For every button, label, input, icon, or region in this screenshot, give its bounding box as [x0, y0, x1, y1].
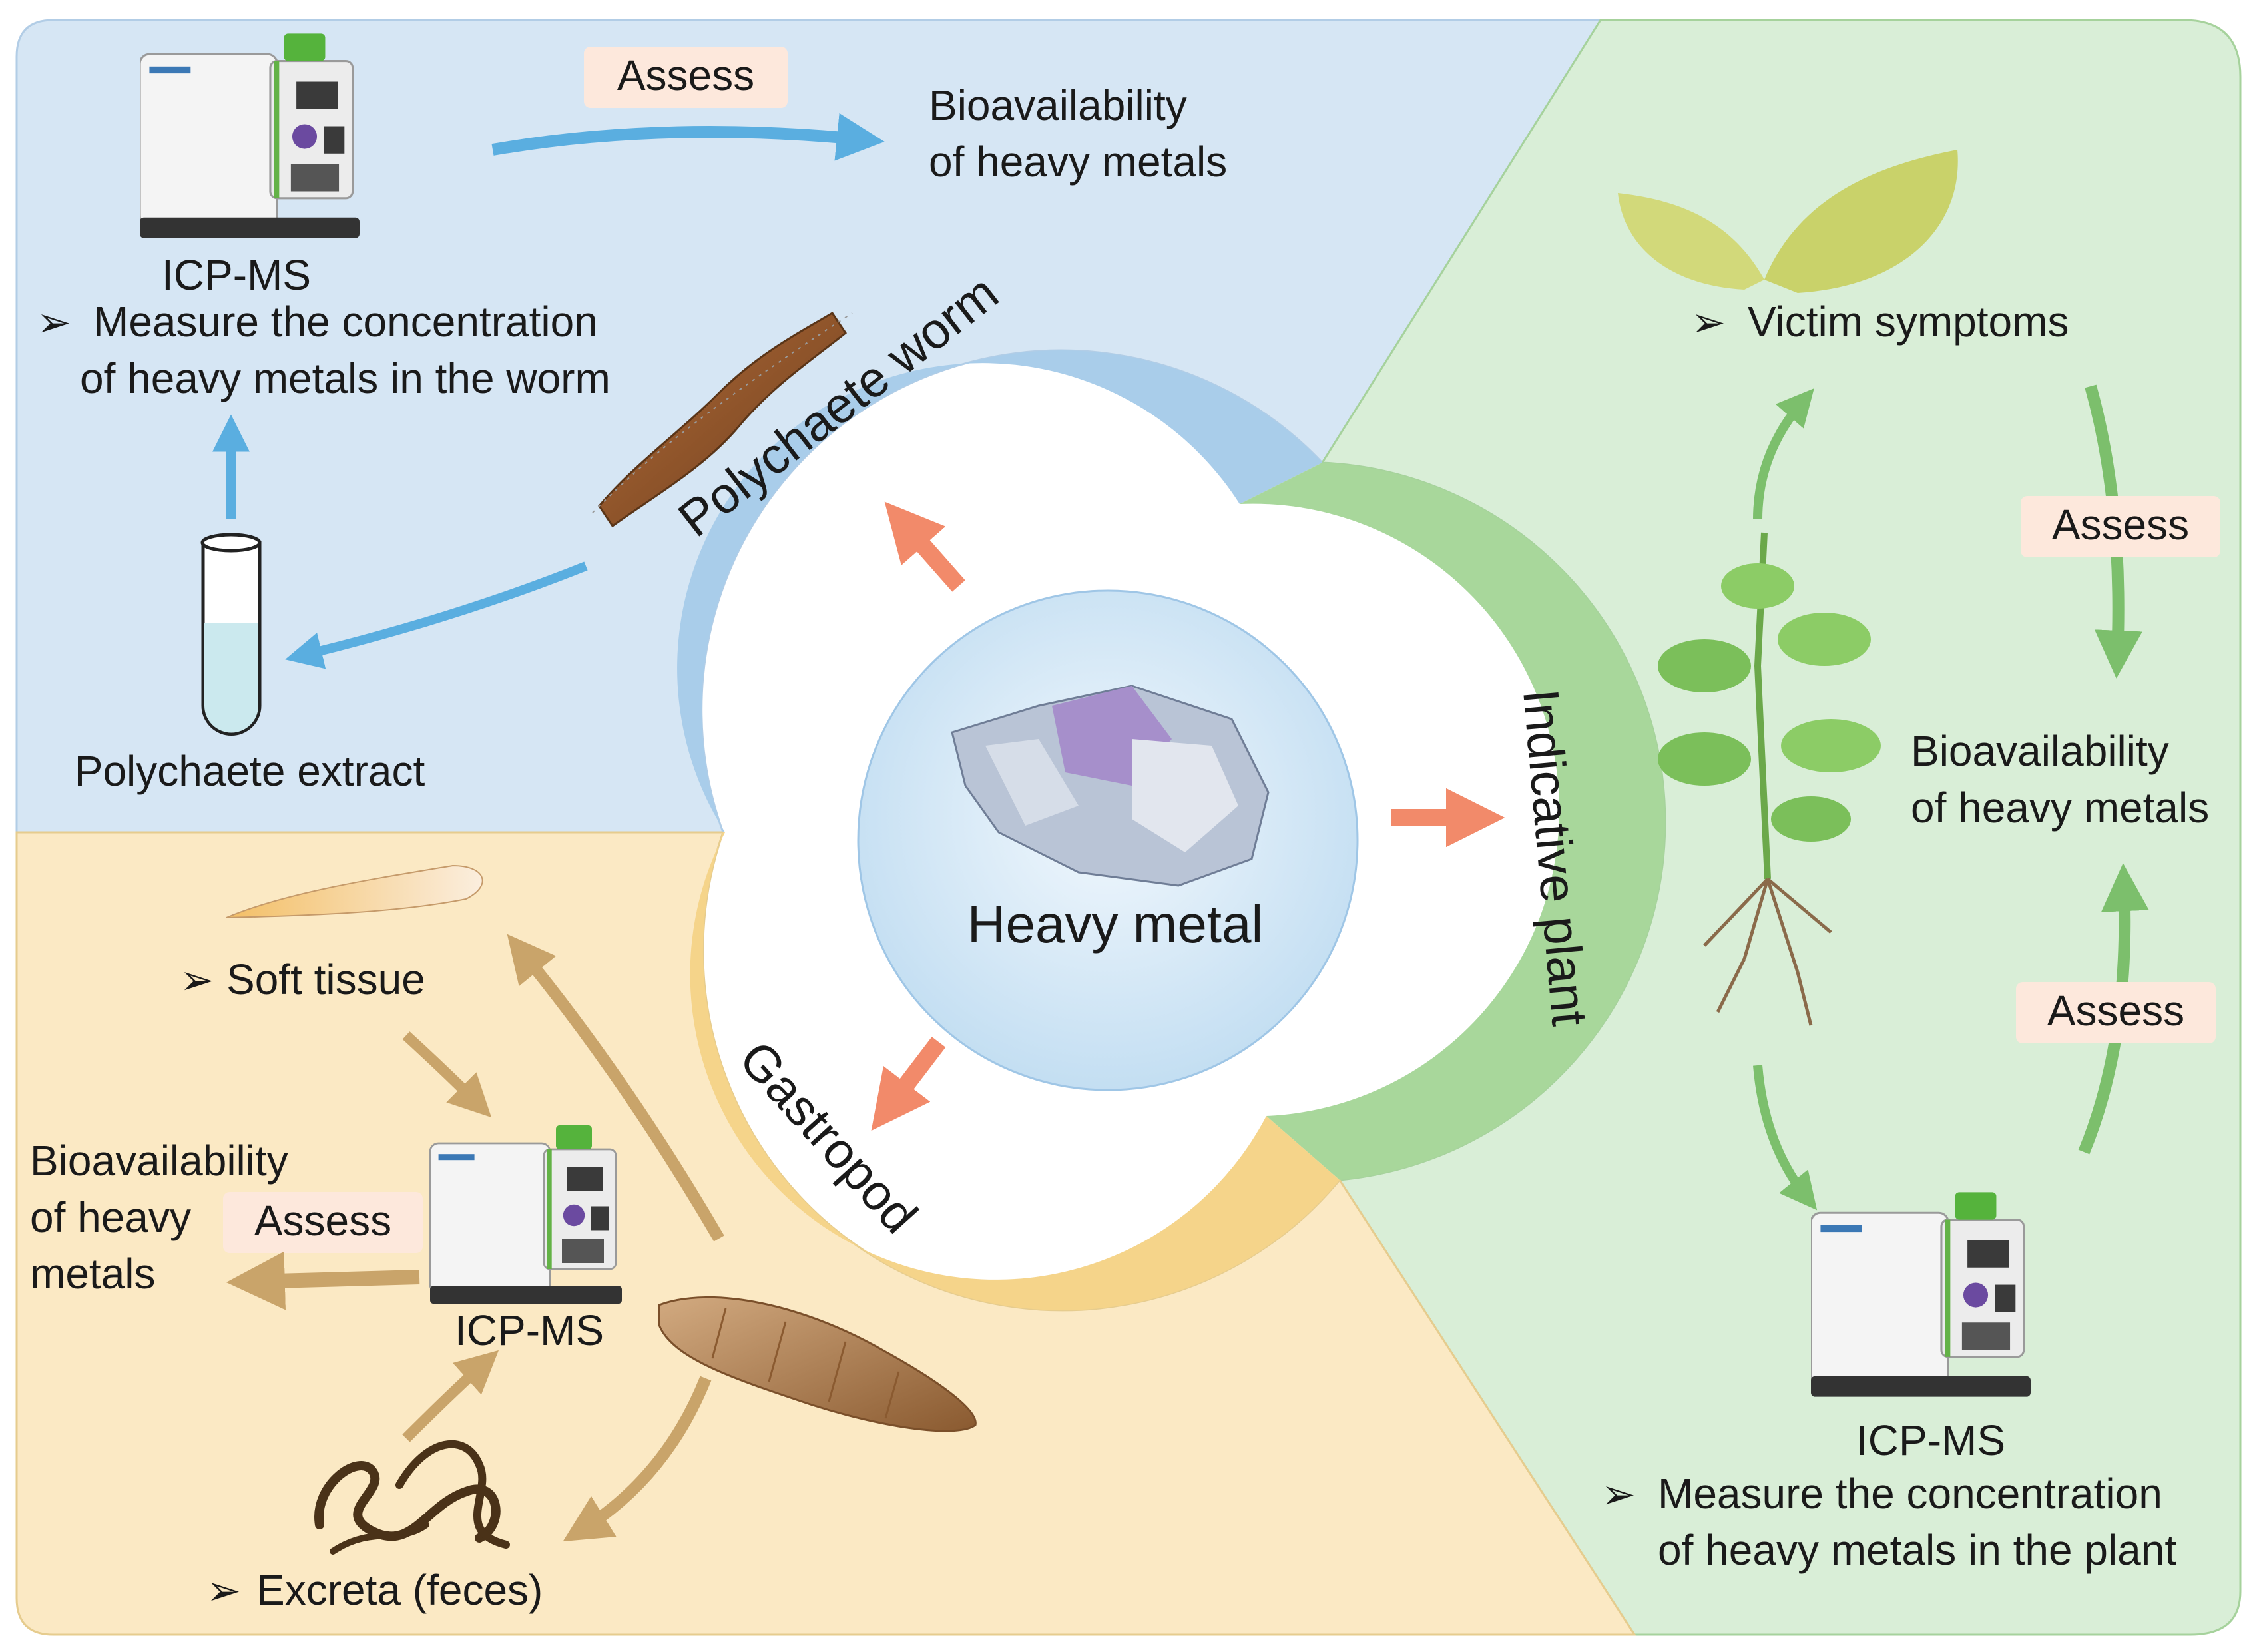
polychaete-extract-label: Polychaete extract — [75, 747, 425, 795]
ring-band-plant — [1240, 463, 1665, 1180]
arrow-plant-to-symptoms — [1753, 388, 1814, 520]
arrowhead-bullet: ➢ — [37, 300, 71, 346]
leaf-icon — [1618, 150, 1958, 293]
plant-measure-line2: of heavy metals in the plant — [1658, 1526, 2176, 1574]
plant-assess-bottom-label: Assess — [2047, 987, 2184, 1035]
gastropod-assess-badge — [223, 1192, 423, 1253]
center-label: Heavy metal — [967, 894, 1264, 954]
plant-instrument-label: ICP-MS — [1856, 1416, 2005, 1464]
polychaete-bio-line2: of heavy metals — [929, 138, 1227, 186]
gastropod-excreta-label: Excreta (feces) — [256, 1566, 543, 1614]
arrow-soft-tissue-to-icp — [402, 1031, 492, 1118]
arrowhead-bullet: ➢ — [1691, 300, 1726, 346]
arrow-worm-to-extract — [285, 561, 588, 669]
arrow-excreta-to-icp — [402, 1350, 499, 1442]
polychaete-measure-line2: of heavy metals in the worm — [80, 354, 611, 402]
soft-tissue-icon — [226, 864, 483, 918]
plant-assess-top-label: Assess — [2052, 501, 2189, 549]
worm-icon — [592, 311, 853, 528]
polychaete-bio-line1: Bioavailability — [929, 81, 1187, 129]
plant-measure-line1: Measure the concentration — [1658, 1470, 2162, 1517]
plant-assess-bottom-badge — [2016, 982, 2216, 1043]
snail-icon — [658, 1296, 977, 1432]
feces-icon — [314, 1440, 510, 1555]
arrow-icp-to-bioavailability-gastropod — [226, 1251, 420, 1310]
arrowhead-bullet: ➢ — [1601, 1472, 1636, 1517]
gastropod-assess-label: Assess — [254, 1197, 391, 1244]
gastropod-instrument-label: ICP-MS — [455, 1306, 604, 1354]
arrowhead-bullet: ➢ — [180, 958, 214, 1003]
plant-symptoms-label: Victim symptoms — [1748, 298, 2069, 346]
arrow-snail-to-soft-tissue — [507, 934, 724, 1242]
gastropod-bio-line1: Bioavailability — [30, 1137, 288, 1185]
polychaete-measure-line1: Measure the concentration — [93, 298, 598, 346]
plant-assess-top-badge — [2021, 496, 2220, 557]
plant-bio-line1: Bioavailability — [1911, 727, 2169, 775]
arrow-icp-to-bioavailability — [491, 113, 885, 161]
polychaete-instrument-label: ICP-MS — [162, 251, 311, 299]
polychaete-assess-badge — [584, 47, 788, 108]
arrow-plant-to-icp — [1753, 1065, 1818, 1211]
gastropod-soft-tissue-label: Soft tissue — [226, 956, 425, 1003]
test-tube-icon — [200, 533, 262, 736]
arrow-center-to-gastropod — [871, 1037, 946, 1131]
gastropod-bio-line3: metals — [30, 1250, 156, 1298]
arrow-center-to-polychaete — [884, 501, 965, 592]
gastropod-bio-line2: of heavy — [30, 1193, 191, 1241]
arrow-snail-to-excreta — [563, 1376, 712, 1542]
polychaete-assess-label: Assess — [617, 51, 754, 99]
plant-icon — [1658, 532, 1881, 1026]
arrowhead-bullet: ➢ — [206, 1568, 241, 1614]
plant-bio-line2: of heavy metals — [1911, 784, 2209, 832]
mineral-icon — [951, 685, 1270, 887]
